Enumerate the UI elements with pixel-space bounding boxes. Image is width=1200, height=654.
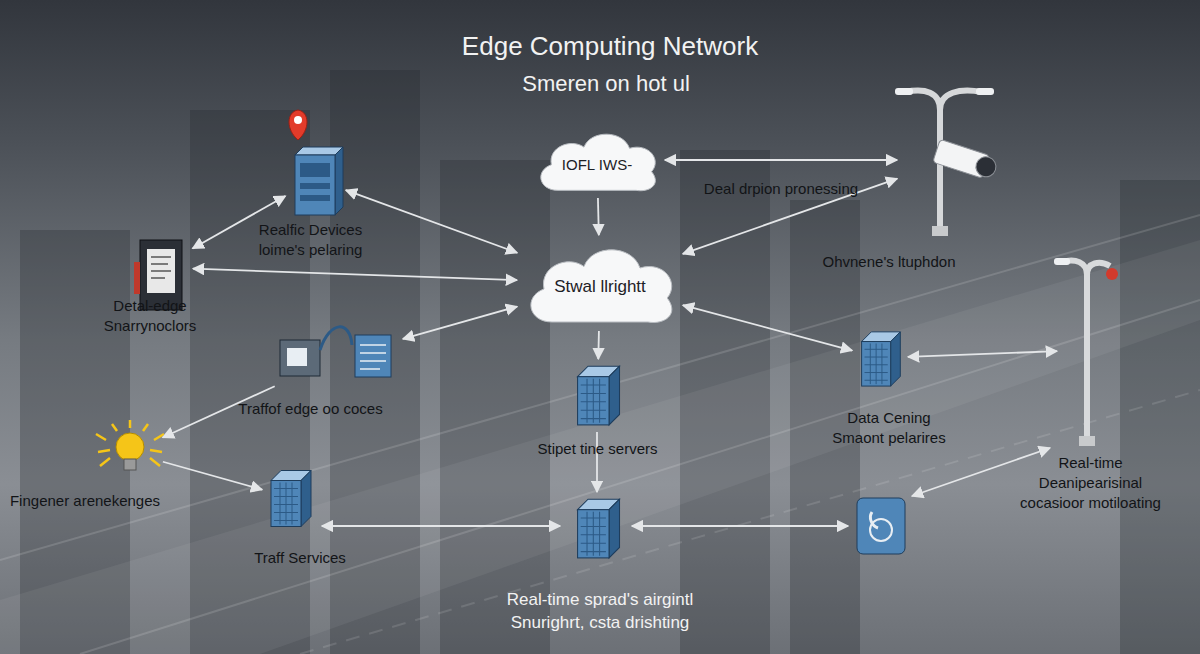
connector-arrow [193, 269, 517, 280]
pole-base [932, 226, 948, 236]
node-label: Real-time Deanipearisinal cocasioor moti… [1008, 453, 1173, 513]
cloud-label: IOFL IWS- [532, 125, 662, 195]
location-pin [289, 110, 307, 140]
server-icon [862, 332, 901, 386]
phone-device-icon [857, 498, 905, 554]
device-slot [300, 195, 330, 201]
camera [933, 139, 999, 181]
device-node: Data Cening Smaont pelarires [855, 328, 905, 388]
connector-arrow [683, 305, 852, 350]
bulb-glass [116, 433, 144, 461]
connector-arrow [403, 307, 517, 339]
connector-arrow [912, 448, 1050, 496]
device-body [295, 155, 335, 215]
node-label: Ohvnene's ltuphdon [823, 252, 956, 272]
connector-arrow [632, 525, 848, 527]
road-line [300, 390, 1200, 654]
subtitle-label: Smeren on hot ul [522, 71, 690, 97]
camera-streetlight [895, 88, 999, 236]
device-node: Stipet tine servers [570, 362, 625, 427]
rack-stripe [134, 262, 140, 294]
connector-arrow [322, 525, 560, 527]
pole-base [1079, 436, 1095, 446]
diagram-title: Edge Computing Network [462, 31, 758, 62]
road-line [80, 300, 1200, 654]
node-label: Traff Services [254, 548, 346, 568]
node-label: Data Cening Smaont pelarires [822, 408, 957, 448]
bulb-base [124, 459, 136, 470]
edge-device-icon [289, 110, 343, 215]
camera-lens [973, 154, 998, 179]
device-slot [300, 183, 330, 189]
device-node: Traff Services [265, 465, 315, 530]
pin-dot [294, 116, 302, 124]
red-light [1106, 268, 1118, 280]
road [0, 215, 1200, 654]
layout-arrows [322, 432, 1050, 526]
panel-body [355, 335, 391, 377]
device-node: Detal-edge Snarrynoclors [128, 235, 190, 300]
device-node: Ohvnene's ltuphdon [900, 85, 1000, 235]
node-label: Stipet tine servers [537, 439, 657, 459]
panel-body [280, 340, 320, 376]
phone-handset [870, 512, 878, 528]
cloud-label: Stwal llrightt [520, 238, 680, 328]
road-line [0, 215, 1200, 560]
device-side [335, 147, 343, 215]
lamp-head [1054, 258, 1070, 265]
road-surface [0, 240, 1200, 654]
screen-lines [151, 257, 171, 278]
connector-arrow [908, 351, 1057, 357]
server-icon [578, 499, 620, 558]
streetlight [1054, 258, 1118, 446]
device-screen [300, 163, 330, 177]
server-icon [578, 366, 620, 425]
traffic-device-icon [280, 327, 391, 377]
connector-arrow [665, 159, 897, 161]
node-label: Traffof edge oo coces [238, 399, 382, 419]
node-label: Fingener arenekenges [10, 491, 160, 511]
cloud-node: IOFL IWS- [532, 125, 662, 195]
connector-arrow [346, 190, 517, 253]
device-node: Fingener arenekenges [100, 425, 160, 480]
panel-screen [287, 348, 307, 366]
connector-arrow [597, 331, 599, 359]
node-label: Realfic Devices loime's pelaring [241, 220, 381, 260]
connector-arrow [597, 198, 600, 235]
device-node: Traffof edge oo coces [275, 330, 400, 385]
node-label: Detal-edge Snarrynoclors [90, 296, 210, 336]
server-icon [271, 471, 311, 527]
panel-lines [360, 345, 386, 369]
device-node: Real-time Deanipearisinal cocasioor moti… [1060, 255, 1115, 445]
rack-screen [147, 249, 175, 293]
phone-body [857, 498, 905, 554]
edge-label: Deal drpion pronessing [704, 179, 858, 199]
lamp-head [976, 88, 994, 95]
cloud-node: Stwal llrightt [520, 238, 680, 328]
lamp-head [895, 88, 913, 95]
lamp-pole [1062, 261, 1110, 440]
connector-arrow [683, 179, 897, 254]
device-node: Realfic Devices loime's pelaring [288, 140, 343, 218]
diagram-caption: Real-time sprad's airgintl Snurighrt, cs… [480, 588, 720, 634]
light-bulb-icon [96, 420, 164, 470]
cable [320, 327, 352, 350]
connector-arrow [163, 462, 262, 490]
